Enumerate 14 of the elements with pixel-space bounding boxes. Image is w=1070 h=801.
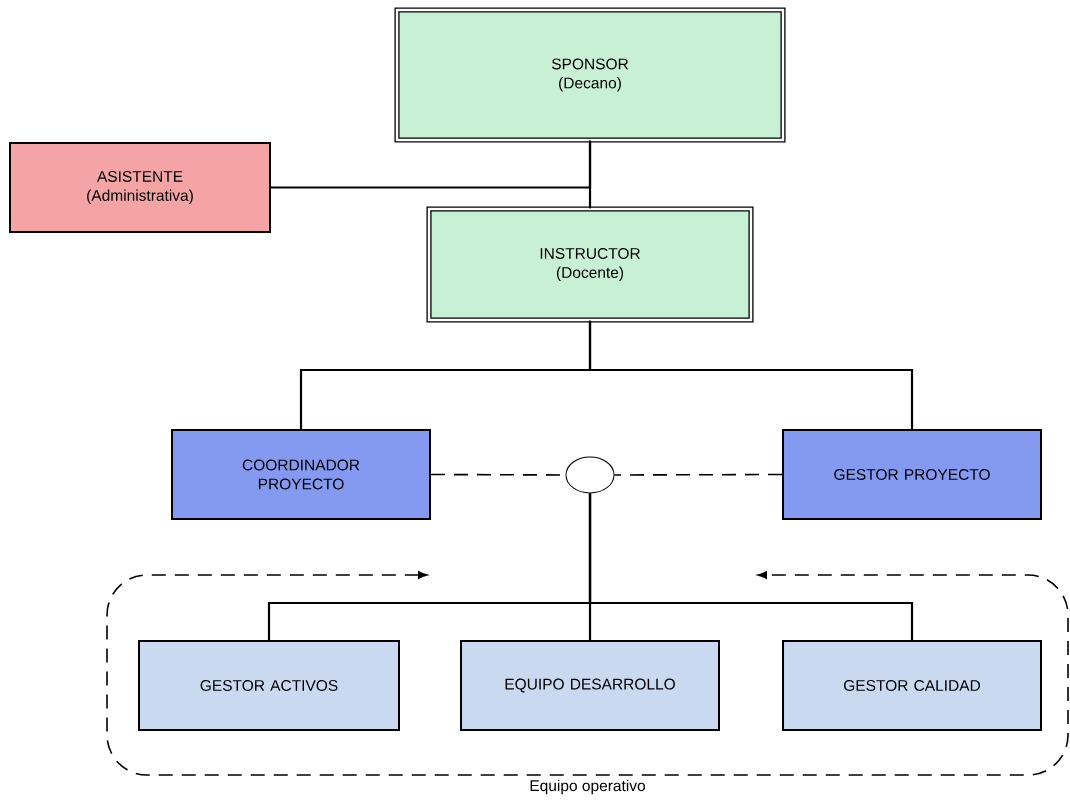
connector-line bbox=[271, 140, 592, 189]
node-label: Equipo operativo bbox=[530, 779, 645, 795]
connector-line bbox=[588, 320, 914, 429]
role-box: EQUIPO DESARROLLO bbox=[460, 640, 720, 731]
role-box: GESTOR CALIDAD bbox=[782, 640, 1042, 731]
role-box: GESTOR PROYECTO bbox=[782, 429, 1042, 520]
role-box: INSTRUCTOR (Docente) bbox=[426, 206, 754, 323]
connector-line bbox=[613, 473, 783, 476]
junction-circle bbox=[565, 456, 615, 494]
role-box: SPONSOR (Decano) bbox=[394, 7, 786, 143]
role-box: ASISTENTE (Administrativa) bbox=[9, 142, 271, 233]
connector-line bbox=[588, 493, 914, 640]
role-box: GESTOR ACTIVOS bbox=[138, 640, 400, 731]
role-box: COORDINADOR PROYECTO bbox=[171, 429, 431, 520]
